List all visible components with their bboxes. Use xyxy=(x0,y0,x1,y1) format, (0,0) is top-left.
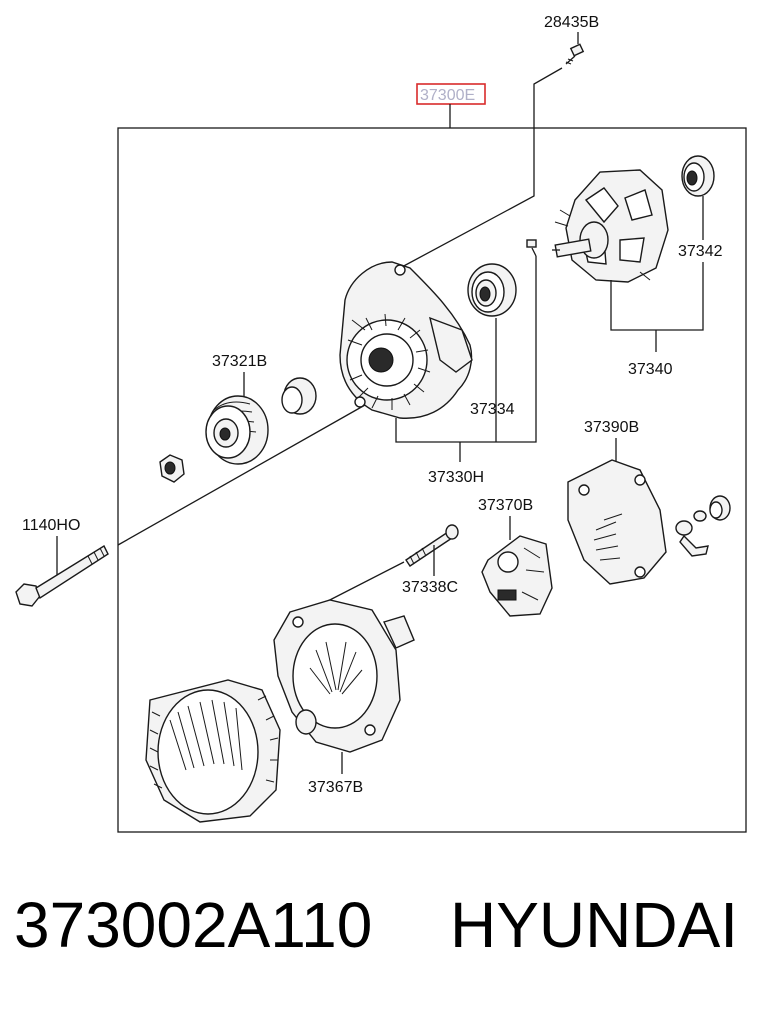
small-screw xyxy=(526,239,537,257)
pulley-37321B xyxy=(205,395,269,465)
spacer xyxy=(281,377,317,415)
brush-holder-37370B xyxy=(481,535,553,617)
hex-nut xyxy=(159,454,185,483)
bearing-37334 xyxy=(467,263,517,317)
rear-housing-37330H xyxy=(339,261,473,419)
through-bolt-1140HO xyxy=(15,545,109,607)
label-37330H[interactable]: 37330H xyxy=(428,469,484,486)
label-37342[interactable]: 37342 xyxy=(678,243,723,260)
terminal-cap xyxy=(693,495,731,522)
label-28435B[interactable]: 28435B xyxy=(544,14,599,31)
label-37334[interactable]: 37334 xyxy=(470,401,515,418)
exploded-parts-diagram: 37300E 28435B 37334 37330H xyxy=(15,14,747,833)
label-37300E[interactable]: 37300E xyxy=(420,87,475,104)
part-number: 373002A110 xyxy=(14,889,373,961)
label-1140HO[interactable]: 1140HO xyxy=(22,517,80,534)
label-37390B[interactable]: 37390B xyxy=(584,419,639,436)
assembly-label-highlight-box[interactable] xyxy=(416,83,486,105)
label-37338C[interactable]: 37338C xyxy=(402,579,458,596)
label-37340[interactable]: 37340 xyxy=(628,361,673,378)
front-housing-37367B xyxy=(273,599,415,753)
label-37367B[interactable]: 37367B xyxy=(308,779,363,796)
bearing-37342 xyxy=(681,155,715,197)
stator xyxy=(145,679,281,823)
rotor-37340 xyxy=(552,169,669,283)
bolt-37338C xyxy=(405,524,459,567)
terminal-bolt xyxy=(675,520,709,557)
rear-cover-37390B xyxy=(567,459,667,585)
assembly-frame xyxy=(117,127,747,833)
label-37370B[interactable]: 37370B xyxy=(478,497,533,514)
screw-28435B xyxy=(565,43,585,65)
brand-name: HYUNDAI xyxy=(450,889,739,961)
label-37321B[interactable]: 37321B xyxy=(212,353,267,370)
